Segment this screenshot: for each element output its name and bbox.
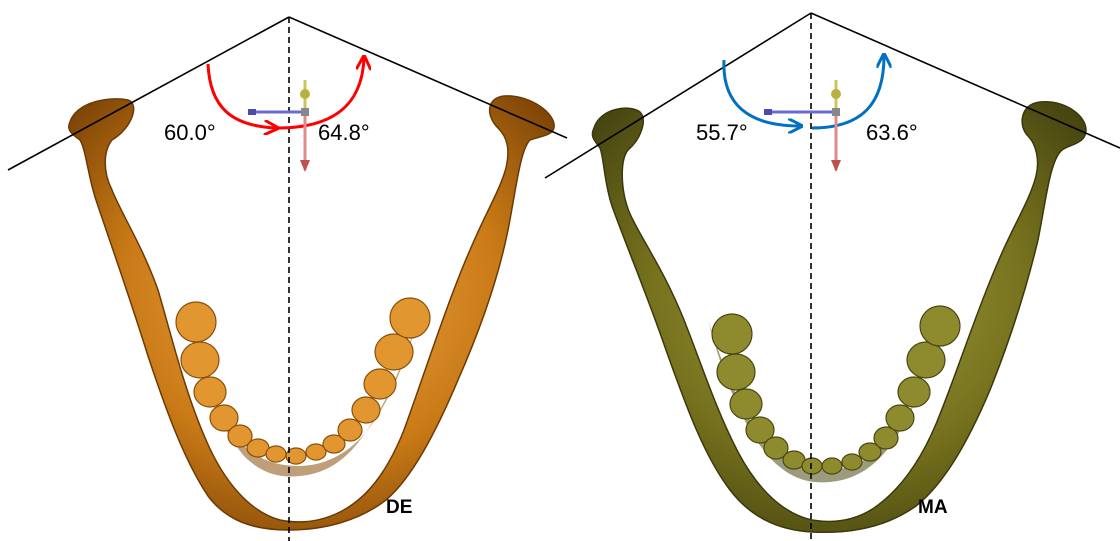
- right-angle-value-ma: 63.6°: [866, 120, 918, 145]
- right-angle-value-de: 64.8°: [318, 120, 370, 145]
- panel-label-ma: MA: [918, 497, 948, 518]
- left-ramus-line-ma: [544, 12, 812, 179]
- panel-ma: 55.7° 63.6° MA: [544, 12, 1120, 541]
- left-angle-arc-ma: [722, 59, 800, 126]
- right-angle-arc-ma: [811, 56, 884, 130]
- left-angle-value-ma: 55.7°: [696, 120, 748, 145]
- mandible-body-de: [68, 95, 555, 531]
- teeth-de: [175, 297, 431, 465]
- panel-label-de: DE: [386, 497, 412, 518]
- axis-gizmo-ma: [764, 80, 841, 172]
- right-ramus-line-ma: [810, 12, 1120, 149]
- right-angle-arc-de: [277, 58, 364, 130]
- right-ramus-line-de: [288, 16, 568, 139]
- mandible-ma: [591, 101, 1087, 534]
- mandible-de: [68, 95, 555, 531]
- mandible-body-ma: [591, 101, 1087, 534]
- teeth-ma: [711, 305, 961, 475]
- left-ramus-line-de: [7, 16, 290, 171]
- axis-gizmo-de: [248, 80, 310, 172]
- left-angle-arc-de: [206, 63, 276, 128]
- panel-de: 60.0° 64.8° DE: [7, 16, 568, 541]
- left-angle-value-de: 60.0°: [164, 120, 216, 145]
